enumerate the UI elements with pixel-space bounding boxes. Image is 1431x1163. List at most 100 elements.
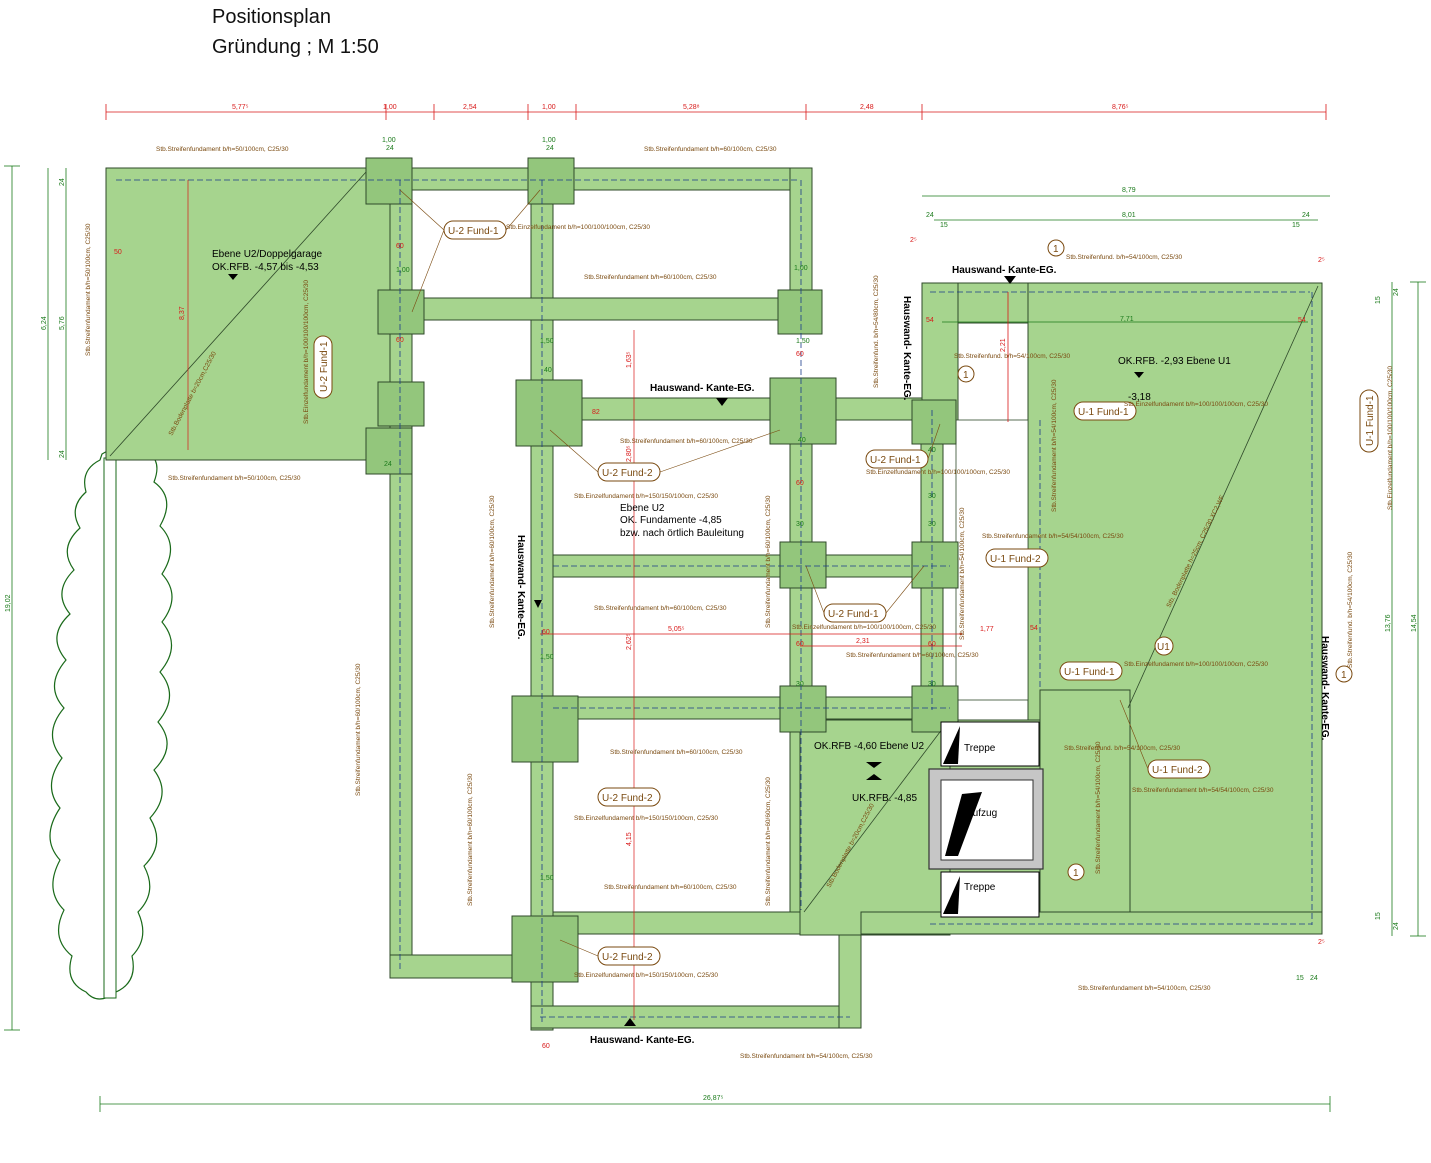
u1-dim-room: 7,71 (1120, 316, 1134, 323)
int-dim-150-a: 1,50 (540, 338, 554, 345)
right-dim-bot-a: 15 (1375, 912, 1382, 920)
int-dim-100-a: 1,00 (382, 137, 396, 144)
spec-ef-100-low: Stb.Einzelfundament b/h=100/100/100cm, C… (792, 624, 936, 631)
pos-u2f1-vert: U-2 Fund-1 (319, 341, 330, 392)
u1-level2: -3,18 (1128, 392, 1151, 403)
bottom-dim: 26,87⁵ (703, 1095, 724, 1102)
member-dim-30e: 30 (928, 681, 936, 688)
member-dim-60e: 60 (796, 641, 804, 648)
spec-sf54-u1-357: Stb.Streifenfund. b/h=54/100cm, C25/30 (954, 353, 1071, 360)
member-dim-24b: 24 (546, 145, 554, 152)
spec-top-right: Stb.Streifenfundament b/h=60/100cm, C25/… (644, 146, 777, 153)
right-dim-bot-b: 24 (1393, 922, 1400, 930)
pos-u2f2-b: U-2 Fund-2 (602, 793, 653, 804)
level-block-3: bzw. nach örtlich Bauleitung (620, 528, 744, 539)
int-dim-v2: 2,80⁵ (626, 445, 633, 462)
u1-dim-left-b: 15 (940, 222, 948, 229)
top-dimension-line (105, 104, 1327, 120)
top-dim-2: 1,00 (383, 104, 397, 111)
treppe-bottom (940, 871, 1040, 918)
level-block-2: OK. Fundamente -4,85 (620, 515, 722, 526)
elev-level1: OK.RFB -4,60 Ebene U2 (814, 741, 924, 752)
spec-ef-100-mid: Stb.Einzelfundament b/h=100/100/100cm, C… (866, 469, 1010, 476)
u1-level: OK.RFB. -2,93 Ebene U1 (1118, 356, 1231, 367)
u1-dim-corner-br: 2⁵ (1318, 939, 1325, 946)
marker-1-b: 1 (963, 370, 969, 381)
marker-1-d: 1 (1073, 868, 1079, 879)
top-dim-5: 5,28⁸ (683, 104, 700, 111)
hauswand-1: Hauswand- Kante-EG. (650, 383, 755, 394)
int-dim-v1: 1,63⁵ (626, 351, 633, 368)
spec-vert-sf-770a: Stb.Streifenfundament b/h=60/100cm, C25/… (765, 495, 772, 628)
hauswand-5: Hauswand- Kante-EG. (901, 296, 912, 401)
left-dim-overall: 19,02 (5, 594, 12, 612)
left-dimension-lines (4, 165, 67, 1031)
spec-vert-garage-left: Stb.Streifenfundament b/h=50/100cm, C25/… (85, 223, 92, 356)
level-block-1: Ebene U2 (620, 503, 665, 514)
right-dim-inner: 13,76 (1385, 614, 1392, 632)
left-dim-garage: 6,24 (41, 316, 48, 330)
u1-dim-bottom-b: 24 (1310, 975, 1318, 982)
spec-vert-sf-60-left: Stb.Streifenfundament b/h=60/100cm, C25/… (355, 663, 362, 796)
spec-sf-400: Stb.Streifenfundament b/h=60/100cm, C25/… (620, 438, 753, 445)
member-dim-60b: 60 (396, 337, 404, 344)
member-dim-60g: 60 (542, 629, 550, 636)
pos-u1f2-a: U-1 Fund-2 (990, 554, 1041, 565)
top-dim-1: 5,77⁵ (232, 104, 249, 111)
spec-ef-150-b: Stb.Einzelfundament b/h=150/150/100cm, C… (574, 815, 718, 822)
int-dim-150-b: 1,50 (540, 654, 554, 661)
member-dim-54b: 54 (1298, 317, 1306, 324)
spec-ef-u1-404: Stb.Einzelfundament b/h=100/100/100cm, C… (1124, 401, 1268, 408)
member-dim-60a: 60 (396, 243, 404, 250)
left-dim-bottom-small: 24 (59, 450, 66, 458)
garden-wall (103, 457, 117, 999)
u1-dim-corner-tl: 2⁵ (910, 237, 917, 244)
member-dim-60c: 60 (796, 351, 804, 358)
drawing-title: Positionsplan (212, 6, 331, 28)
hauswand-4: Hauswand- Kante-EG. (515, 535, 526, 640)
spec-sf-610: Stb.Streifenfundament b/h=60/100cm, C25/… (594, 605, 727, 612)
spec-sf-54-u1-bottom: Stb.Streifenfundament b/h=54/100cm, C25/… (1078, 985, 1211, 992)
elev-level2: UK.RFB. -4,85 (852, 793, 917, 804)
int-dim-150-c: 1,50 (540, 875, 554, 882)
pos-u1f1-vert: U-1 Fund-1 (1365, 395, 1376, 446)
left-dim-top-small: 24 (59, 178, 66, 186)
spec-vert-sf-54-1054: Stb.Streifenfundament b/h=54/100cm, C25/… (1051, 379, 1058, 512)
right-dim-outer: 14,54 (1411, 614, 1418, 632)
int-dim-garage-h: 8,37 (179, 306, 186, 320)
spec-sf-60-low: Stb.Streifenfundament b/h=60/100cm, C25/… (846, 652, 979, 659)
int-dim-150-d: 1,50 (796, 338, 810, 345)
hauswand-6: Hauswand- Kante-EG. (1319, 636, 1330, 741)
top-dim-4: 1,00 (542, 104, 556, 111)
spec-vert-sf-495: Stb.Streifenfundament b/h=60/100cm, C25/… (489, 495, 496, 628)
garage-level: OK.RFB. -4,57 bis -4,53 (212, 262, 319, 273)
single-footings (365, 157, 959, 983)
member-dim-30a: 30 (928, 493, 936, 500)
pos-u2f1-b: U-2 Fund-1 (870, 455, 921, 466)
spec-top-garage: Stb.Streifenfundament b/h=50/100cm, C25/… (156, 146, 289, 153)
int-dim-100-c: 1,00 (396, 267, 410, 274)
spec-garage-bottom: Stb.Streifenfundament b/h=50/100cm, C25/… (168, 475, 301, 482)
garage-title: Ebene U2/Doppelgarage (212, 249, 323, 260)
level-markers (228, 274, 1144, 1026)
pos-u1f2-b: U-1 Fund-2 (1152, 765, 1203, 776)
member-dim-60d: 60 (796, 480, 804, 487)
spec-sf5454-u1-b: Stb.Streifenfundament b/h=54/54/100cm, C… (1132, 787, 1274, 794)
hauswand-2: Hauswand- Kante-EG. (952, 265, 1057, 276)
spec-vert-sf-470: Stb.Streifenfundament b/h=60/100cm, C25/… (467, 773, 474, 906)
int-dim-v4: 4,15 (626, 832, 633, 846)
top-dim-7: 8,76⁵ (1112, 104, 1129, 111)
spec-sf-mid: Stb.Streifenfundament b/h=60/100cm, C25/… (584, 274, 717, 281)
member-dim-54a: 54 (926, 317, 934, 324)
u1-dim-bottom-a: 15 (1296, 975, 1304, 982)
leader-lines (399, 189, 1149, 957)
right-dimension-lines (1391, 281, 1426, 937)
member-dim-40b: 40 (798, 437, 806, 444)
u1-dim-h: 2,21 (1000, 338, 1007, 352)
axis-markers (957, 239, 1353, 881)
u1-dim-corner-tr: 2⁵ (1318, 257, 1325, 264)
pos-u1f1-b: U-1 Fund-1 (1064, 667, 1115, 678)
int-dim-d3: 1,77 (980, 626, 994, 633)
member-dim-40a: 40 (544, 367, 552, 374)
